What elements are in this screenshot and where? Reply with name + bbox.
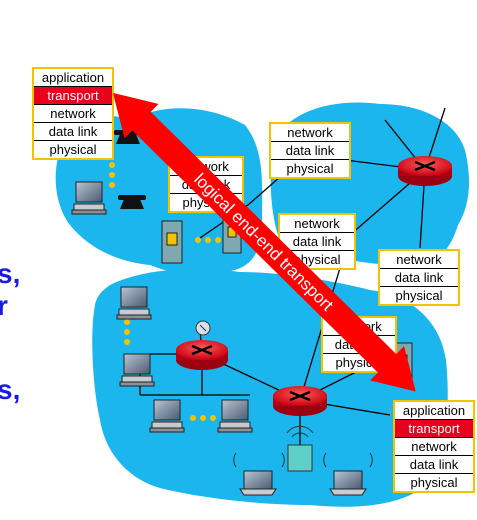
clipped-side-text-1: s,: [0, 258, 21, 289]
layer-data-link: data link: [380, 269, 458, 287]
layer-network: network: [280, 215, 354, 233]
layer-physical: physical: [286, 161, 334, 176]
desktop-computer-icon: [119, 353, 155, 387]
layer-data-link: data link: [395, 456, 473, 474]
layer-network: network: [395, 438, 473, 456]
router-stack: network data link physical: [321, 316, 397, 373]
layer-data-link: data link: [271, 142, 349, 160]
router-icon: [176, 340, 228, 370]
layer-data-link: data link: [323, 336, 395, 354]
satellite-dish-icon: [195, 320, 211, 336]
layer-application: application: [34, 69, 112, 87]
layer-application: application: [395, 402, 473, 420]
layer-physical: physical: [410, 475, 458, 490]
laptop-icon: [329, 470, 367, 496]
router-stack: network data link physical: [269, 122, 351, 179]
host-stack-right: application transport network data link …: [393, 400, 475, 493]
laptop-icon: [239, 470, 277, 496]
layer-network: network: [170, 158, 242, 176]
layer-physical: physical: [182, 195, 230, 210]
layer-physical: physical: [395, 288, 443, 303]
router-stack: network data link physical: [378, 249, 460, 306]
layer-data-link: data link: [170, 176, 242, 194]
clipped-side-text-2: r: [0, 290, 8, 321]
layer-transport: transport: [395, 420, 473, 438]
wireless-access-point-icon: [286, 425, 314, 472]
layer-network: network: [323, 318, 395, 336]
router-stack: network data link physical: [278, 213, 356, 270]
layer-network: network: [271, 124, 349, 142]
layer-physical: physical: [335, 355, 383, 370]
layer-transport: transport: [34, 87, 112, 105]
layer-data-link: data link: [280, 233, 354, 251]
layer-network: network: [380, 251, 458, 269]
layer-physical: physical: [49, 142, 97, 157]
router-stack: network data link physical: [168, 156, 244, 213]
server-tower-icon: [161, 220, 183, 264]
desktop-computer-icon: [116, 286, 152, 320]
desktop-computer-icon: [217, 399, 253, 433]
layer-network: network: [34, 105, 112, 123]
router-icon: [273, 386, 327, 416]
layer-physical: physical: [293, 252, 341, 267]
router-icon: [398, 156, 452, 186]
clipped-side-text-3: s,: [0, 374, 21, 405]
wireless-waves: [233, 452, 373, 468]
layer-data-link: data link: [34, 123, 112, 141]
desktop-computer-icon: [149, 399, 185, 433]
host-stack-left: application transport network data link …: [32, 67, 114, 160]
desktop-computer-icon: [71, 181, 107, 215]
